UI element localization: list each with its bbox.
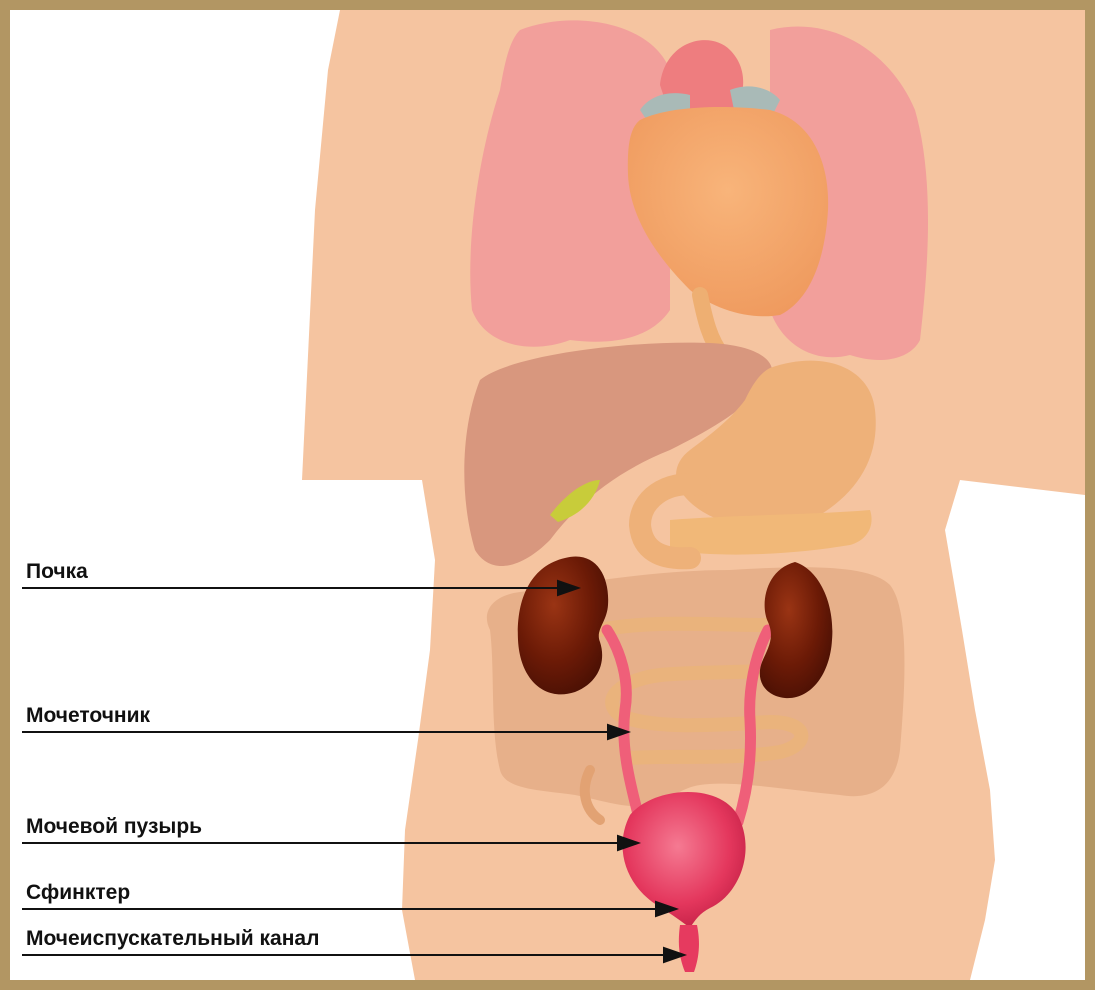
- label-sphincter: Сфинктер: [26, 882, 130, 903]
- label-kidney: Почка: [26, 561, 88, 582]
- label-urethra: Мочеиспускательный канал: [26, 928, 319, 949]
- label-bladder: Мочевой пузырь: [26, 816, 202, 837]
- label-ureter: Мочеточник: [26, 705, 150, 726]
